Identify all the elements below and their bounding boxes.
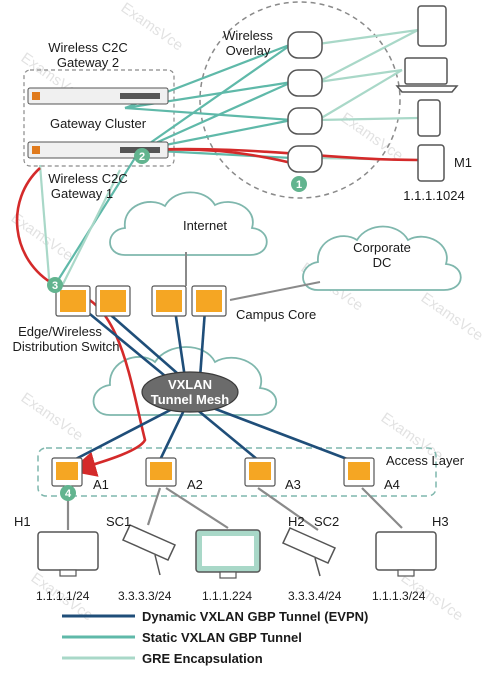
dc-core-link <box>229 281 321 301</box>
internet-cloud-icon <box>109 191 268 256</box>
access-switch-label: A1 <box>93 477 109 492</box>
corporate-dc-cloud-icon <box>302 225 462 291</box>
edge-switch-label: Edge/Wireless <box>18 324 102 339</box>
edge-switch-label: Distribution Switch <box>13 339 120 354</box>
access-switch-label: A3 <box>285 477 301 492</box>
access-switch-icon <box>51 457 375 487</box>
step-marker <box>47 148 307 501</box>
core-switch-icon <box>151 285 227 317</box>
gateway-1-label: Wireless C2C <box>48 171 127 186</box>
legend: Dynamic VXLAN GBP Tunnel (EVPN) Static V… <box>62 609 368 666</box>
gateway-1-label: Gateway 1 <box>51 186 113 201</box>
m1-label: M1 <box>454 155 472 170</box>
host-ip: 1.1.1.3/24 <box>372 589 426 603</box>
marker-4-label: 4 <box>65 488 72 500</box>
host-links <box>66 487 403 531</box>
host-name: H1 <box>14 514 31 529</box>
laptop-icon <box>395 57 459 93</box>
internet-label: Internet <box>183 218 227 233</box>
tablet-icon <box>417 5 447 47</box>
legend-label: Static VXLAN GBP Tunnel <box>142 630 302 645</box>
svg-text:ExamsVce: ExamsVce <box>418 289 486 344</box>
monitor-icon <box>37 531 99 577</box>
m1-ip-label: 1.1.1.1024 <box>403 188 464 203</box>
host-name: SC1 <box>106 514 131 529</box>
wireless-overlay-label: Overlay <box>226 43 271 58</box>
m1-tablet-icon <box>417 144 445 182</box>
corporate-dc-label: DC <box>373 255 392 270</box>
vxlan-mesh-label: Tunnel Mesh <box>151 392 230 407</box>
access-layer-label: Access Layer <box>386 453 465 468</box>
gateway-cluster-box <box>23 69 175 167</box>
host-name: H2 <box>288 514 305 529</box>
legend-label: Dynamic VXLAN GBP Tunnel (EVPN) <box>142 609 368 624</box>
marker-2-label: 2 <box>139 151 145 163</box>
svg-text:ExamsVce: ExamsVce <box>118 0 186 54</box>
edge-switch-icon <box>55 285 131 317</box>
gateway-2-label: Gateway 2 <box>57 55 119 70</box>
access-switch-label: A4 <box>384 477 400 492</box>
host-ip: 1.1.1.1/24 <box>36 589 90 603</box>
campus-core-label: Campus Core <box>236 307 316 322</box>
host-ip: 1.1.1.224 <box>202 589 252 603</box>
gateway-cluster-label: Gateway Cluster <box>50 116 147 131</box>
host-name: SC2 <box>314 514 339 529</box>
gateway-2-label: Wireless C2C <box>48 40 127 55</box>
marker-3-label: 3 <box>52 280 58 292</box>
smartphone-icon <box>417 99 441 137</box>
vxlan-mesh-pill <box>141 371 239 413</box>
monitor-icon <box>195 529 261 579</box>
vxlan-mesh-label: VXLAN <box>168 377 212 392</box>
gateway-2-appliance-icon <box>27 87 169 105</box>
evpn-links <box>69 308 356 464</box>
access-layer-box <box>37 447 437 497</box>
wireless-overlay-label: Wireless <box>223 28 273 43</box>
host-name: H3 <box>432 514 449 529</box>
access-point-icon <box>287 31 323 173</box>
monitor-icon <box>375 531 437 577</box>
marker-1-label: 1 <box>296 179 302 191</box>
corporate-dc-label: Corporate <box>353 240 411 255</box>
host-ip: 3.3.3.4/24 <box>288 589 342 603</box>
svg-text:ExamsVce: ExamsVce <box>18 389 86 444</box>
wireless-overlay-region <box>199 1 401 199</box>
legend-label: GRE Encapsulation <box>142 651 263 666</box>
security-camera-icon <box>281 527 337 577</box>
host-ip: 3.3.3.3/24 <box>118 589 172 603</box>
access-switch-label: A2 <box>187 477 203 492</box>
security-camera-icon <box>121 524 177 576</box>
